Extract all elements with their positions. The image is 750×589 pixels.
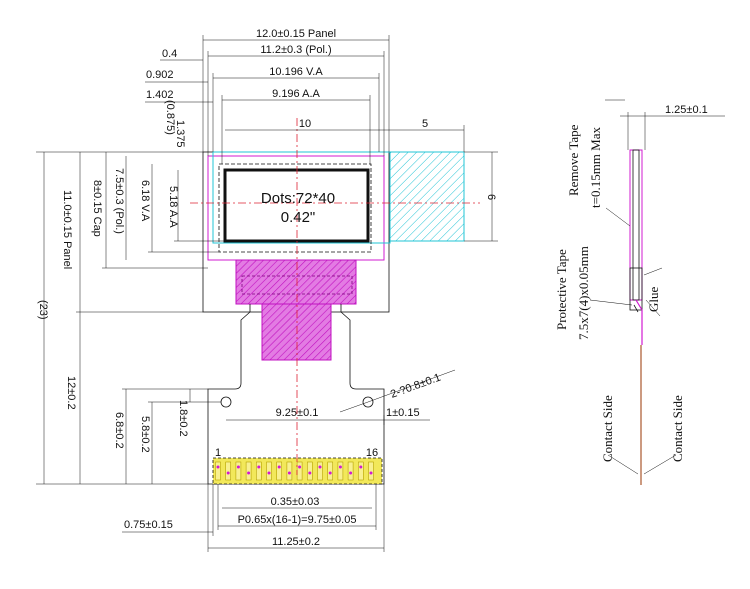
fpc-pad-via <box>318 465 322 469</box>
dim-panel-width: 12.0±0.15 Panel <box>256 28 336 40</box>
display-dots-label: Dots:72*40 <box>261 190 335 207</box>
fpc-pad <box>306 461 313 481</box>
dim-fpc-width: 11.25±0.2 <box>272 536 320 548</box>
fpc-pad <box>225 461 231 481</box>
fpc-hole-right <box>362 396 374 408</box>
dim-pol-width: 11.2±0.3 (Pol.) <box>260 44 331 56</box>
remove-tape-label-1: Remove Tape <box>566 124 581 196</box>
dim-total-height: (23) <box>37 300 49 320</box>
fpc-pad <box>337 461 344 481</box>
dim-hole-pitch: 9.25±0.1 <box>276 407 319 419</box>
fpc-pad-via <box>267 471 271 475</box>
dim-hole-edge: 1±0.15 <box>386 407 420 419</box>
dim-off-04: 0.4 <box>162 48 177 60</box>
side-body <box>629 149 643 301</box>
fpc-pad-via <box>277 465 281 469</box>
fpc-pad-via <box>349 471 353 475</box>
fpc-pad <box>317 461 323 481</box>
fpc-pad <box>357 461 364 481</box>
contact-side-right: Contact Side <box>670 395 685 462</box>
fpc-hole-left <box>220 396 232 408</box>
fpc-pad <box>347 461 354 481</box>
fpc-pad <box>296 461 303 481</box>
fpc-pad <box>286 461 293 481</box>
dim-off-0875: (0.875) <box>164 100 176 135</box>
dim-va-width: 10.196 V.A <box>269 66 323 78</box>
dim-panel-height: 11.0±0.15 Panel <box>61 190 73 269</box>
cyan-hatch-area <box>389 151 465 242</box>
fpc-pad <box>266 461 272 481</box>
dim-fpc-edge: 0.75±0.15 <box>124 519 173 531</box>
fpc-pad-via <box>359 465 363 469</box>
fpc-pad-via <box>236 465 240 469</box>
viewing-area <box>218 163 372 253</box>
dim-18: 1.8±0.2 <box>177 400 189 437</box>
protective-tape-label-1: Protective Tape <box>554 249 569 330</box>
fpc-pad <box>368 461 374 481</box>
pin-last-label: 16 <box>366 447 378 459</box>
front-view: Dots:72*40 0.42" 12.0±0.15 Panel 11.2±0.… <box>36 28 498 552</box>
fpc-pad-via <box>257 465 261 469</box>
dim-six: 6 <box>485 194 497 200</box>
display-size-label: 0.42" <box>281 209 316 226</box>
fpc-stiffener <box>261 303 332 361</box>
dim-off-0902: 0.902 <box>146 69 174 81</box>
contact-side-left: Contact Side <box>600 395 615 462</box>
side-thickness: 1.25±0.1 <box>665 104 708 116</box>
remove-tape-label-2: t=0.15mm Max <box>588 127 603 208</box>
protective-tape-label-2: 7.5x7(4)x0.05mm <box>576 246 591 340</box>
fpc-pad-via <box>216 465 220 469</box>
active-area <box>223 168 370 243</box>
glue-label: Glue <box>646 287 661 313</box>
polarizer-outline <box>207 155 385 261</box>
fpc-pad <box>235 461 242 481</box>
side-view: 1.25±0.1 Remove Tape t=0.15mm Max Protec… <box>554 99 725 485</box>
dim-pin-width: 0.35±0.03 <box>271 496 320 508</box>
dim-fpc-height: 12±0.2 <box>65 376 77 410</box>
fpc-pad <box>255 461 262 481</box>
dim-off-1402: 1.402 <box>146 89 174 101</box>
dim-aa-height: 5.18 A.A <box>167 186 179 228</box>
fpc-pad-via <box>328 471 332 475</box>
dim-off-1375: 1.375 <box>174 120 186 148</box>
dim-five: 5 <box>422 118 428 130</box>
fpc-pad <box>215 461 221 481</box>
pin-first-label: 1 <box>215 447 221 459</box>
fpc-pad-via <box>287 471 291 475</box>
dim-hole-note: 2-?0.8±0.1 <box>389 372 442 401</box>
pad-row <box>215 461 374 481</box>
fpc-pad <box>327 461 334 481</box>
dim-58: 5.8±0.2 <box>139 416 151 453</box>
dim-aa-width: 9.196 A.A <box>272 88 320 100</box>
fpc-pad-via <box>338 465 342 469</box>
fpc-pad-via <box>247 471 251 475</box>
dim-68: 6.8±0.2 <box>113 412 125 449</box>
fpc-pad-via <box>369 471 373 475</box>
dim-cap-height: 8±0.15 Cap <box>91 180 103 237</box>
dim-pin-pitch: P0.65x(16-1)=9.75±0.05 <box>238 514 357 526</box>
fpc-pad <box>276 461 283 481</box>
fpc-pad <box>245 461 252 481</box>
fpc-pad-via <box>298 465 302 469</box>
fpc-pad-via <box>226 471 230 475</box>
dim-pol-height: 7.5±0.3 (Pol.) <box>113 168 125 234</box>
dim-va-height: 6.18 V.A <box>139 180 151 222</box>
cof-area <box>235 259 357 305</box>
dim-ten: 10 <box>299 118 311 130</box>
fpc-pad-via <box>308 471 312 475</box>
